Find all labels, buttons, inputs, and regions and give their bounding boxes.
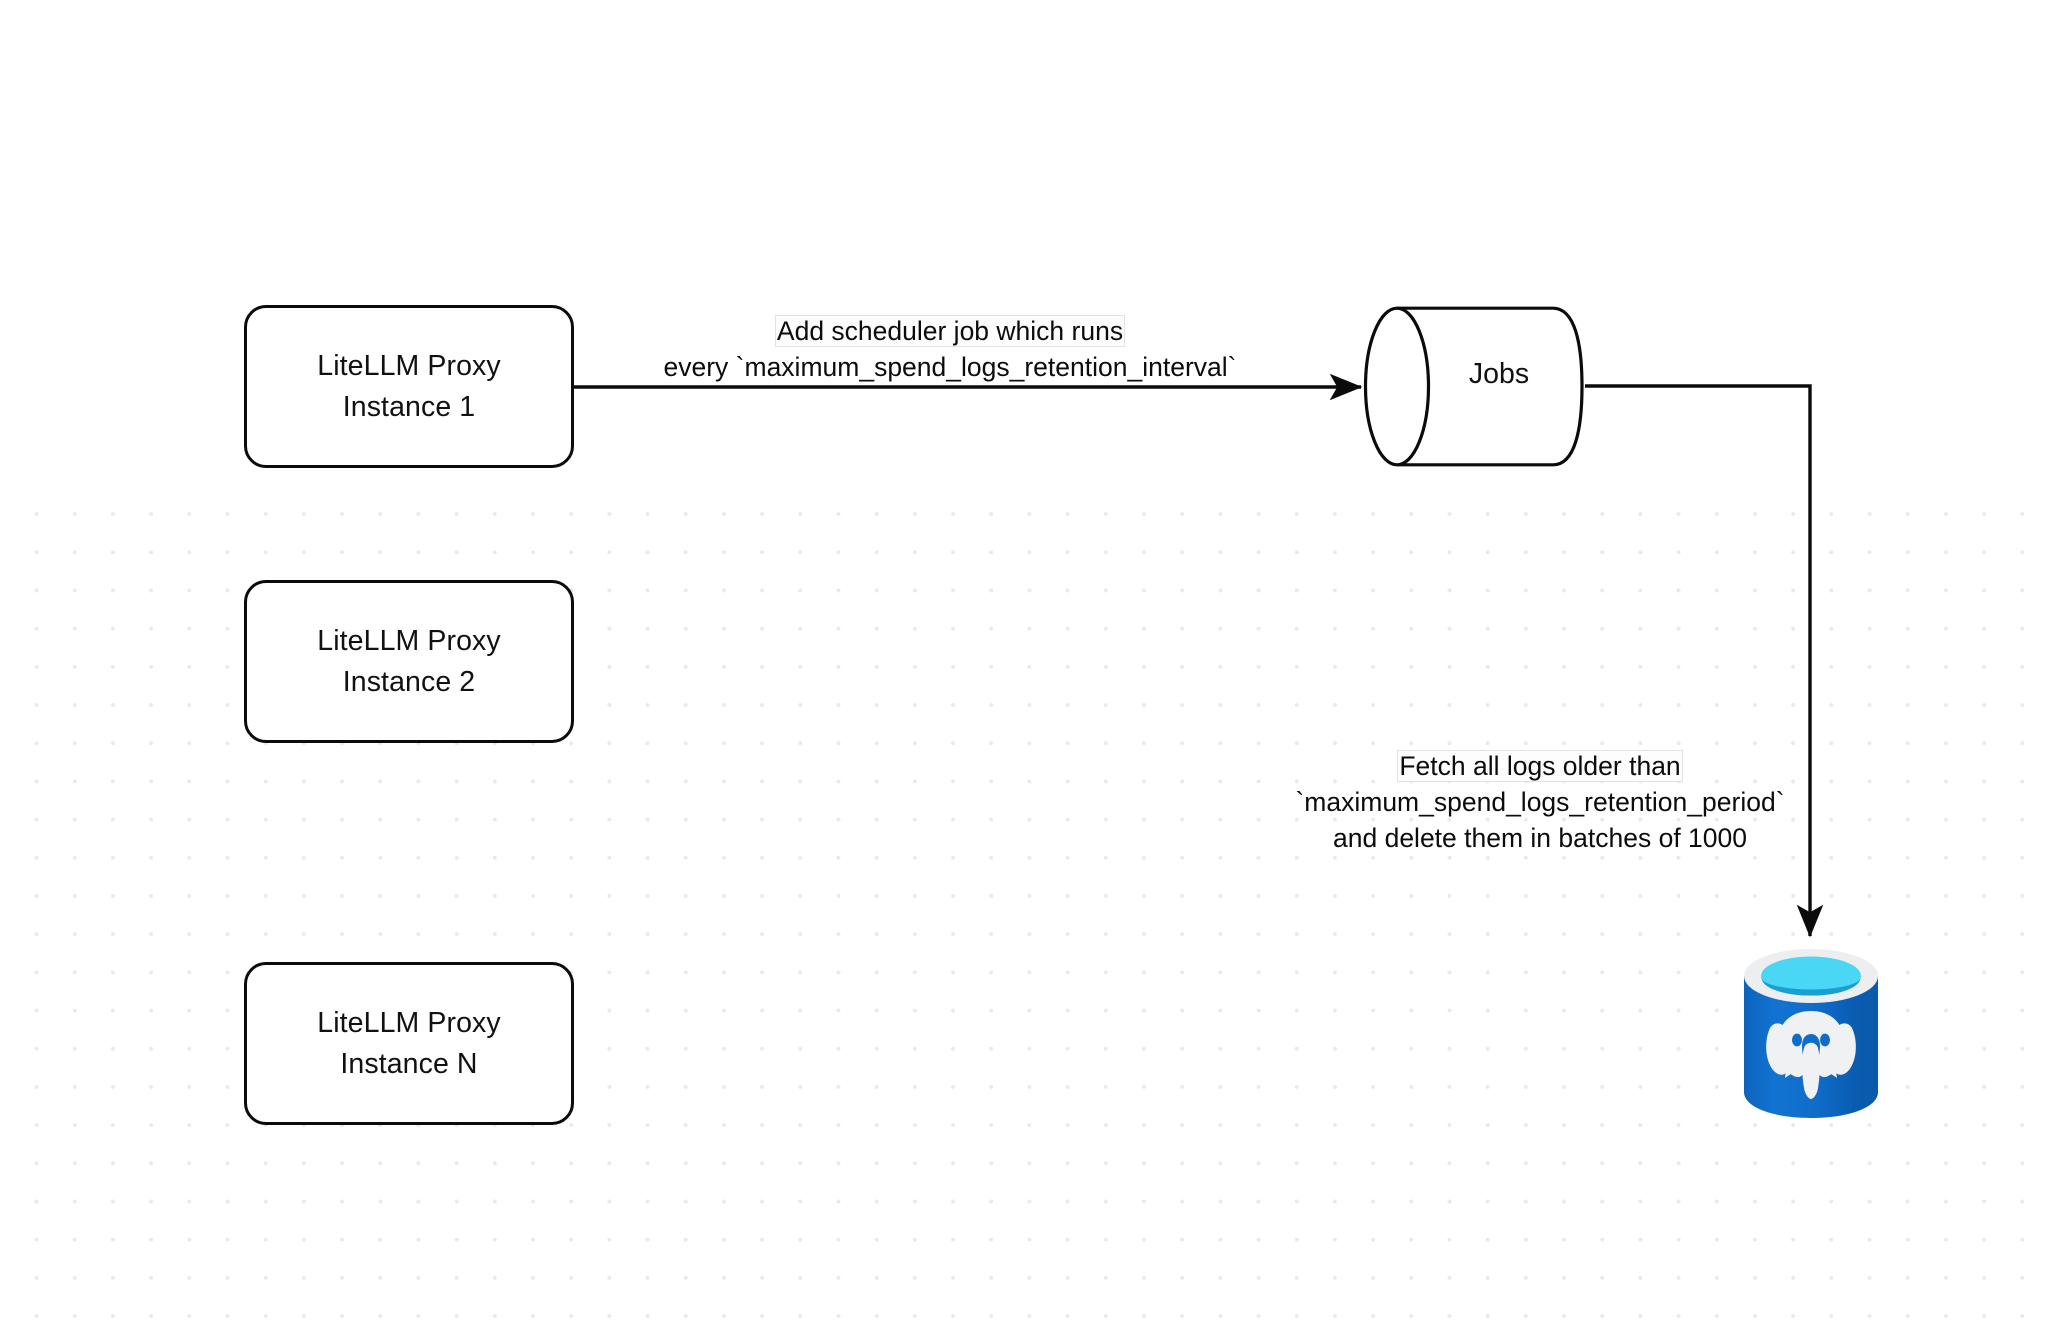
node-litellm-proxy-instance-n[interactable]: LiteLLM Proxy Instance N	[244, 962, 574, 1125]
fetch-label-line-1-text: Fetch all logs older than	[1398, 751, 1682, 781]
node-postgres-database-icon[interactable]	[1740, 942, 1882, 1122]
postgres-elephant-eyes	[1792, 1033, 1830, 1047]
edge-label-line-2: every `maximum_spend_logs_retention_inte…	[663, 352, 1237, 383]
node-litellm-proxy-instance-1[interactable]: LiteLLM Proxy Instance 1	[244, 305, 574, 468]
edge-label-line-1: Add scheduler job which runs	[600, 313, 1300, 349]
postgres-cylinder-top-fill	[1761, 956, 1861, 996]
proxy-3-line-2: Instance N	[340, 1047, 478, 1080]
proxy-2-line-1: LiteLLM Proxy	[317, 625, 501, 658]
postgres-elephant-icon	[1766, 1011, 1856, 1099]
node-jobs-cylinder[interactable]	[1363, 305, 1585, 468]
postgres-cylinder-top-shadow	[1761, 977, 1861, 996]
fetch-label-line-1: Fetch all logs older than	[1230, 748, 1850, 784]
edge-label-fetch-and-delete-logs: Fetch all logs older than `maximum_spend…	[1230, 748, 1850, 856]
edge-jobs-to-database-line	[1585, 384, 1824, 938]
proxy-3-line-1: LiteLLM Proxy	[317, 1007, 501, 1040]
edge-label-line-1-text: Add scheduler job which runs	[775, 316, 1125, 346]
proxy-1-line-1: LiteLLM Proxy	[317, 350, 501, 383]
fetch-label-line-3: and delete them in batches of 1000	[1333, 823, 1747, 854]
node-litellm-proxy-instance-2[interactable]: LiteLLM Proxy Instance 2	[244, 580, 574, 743]
jobs-cylinder-label: Jobs	[1468, 358, 1530, 390]
edge-label-add-scheduler-job: Add scheduler job which runs every `maxi…	[600, 313, 1300, 385]
fetch-label-line-2: `maximum_spend_logs_retention_period`	[1295, 787, 1785, 818]
proxy-1-line-2: Instance 1	[342, 390, 476, 423]
proxy-2-line-2: Instance 2	[342, 665, 476, 698]
